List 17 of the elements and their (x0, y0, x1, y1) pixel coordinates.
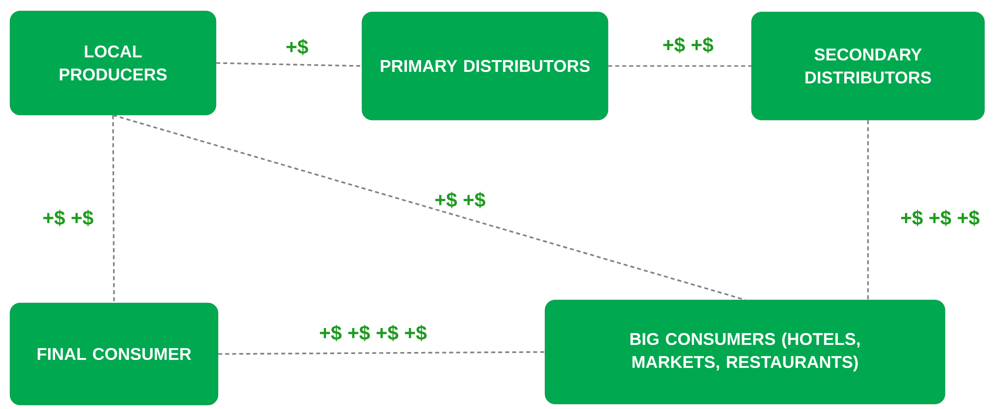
connector-line (216, 62, 362, 67)
process-box: PRIMARY DISTRIBUTORS (362, 12, 608, 120)
process-box: LOCAL PRODUCERS (10, 10, 216, 116)
connector-line (112, 114, 746, 301)
connector-line (218, 351, 545, 355)
edge-label: +$ +$ (433, 190, 487, 210)
process-box: SECONDARY DISTRIBUTORS (751, 12, 985, 120)
edge-label: +$ (284, 38, 310, 56)
process-box: BIG CONSUMERS (HOTELS, MARKETS, RESTAURANTS) (544, 300, 946, 404)
edge-label: +$ +$ (661, 36, 715, 54)
connector-line (867, 120, 869, 300)
connector-line (112, 115, 115, 303)
edge-label: +$ +$ (41, 208, 95, 228)
connector-line (608, 65, 752, 67)
edge-label: +$ +$ +$ (899, 208, 981, 228)
edge-label: +$ +$ +$ +$ (318, 324, 428, 342)
process-box: FINAL CONSUMER (10, 302, 218, 406)
